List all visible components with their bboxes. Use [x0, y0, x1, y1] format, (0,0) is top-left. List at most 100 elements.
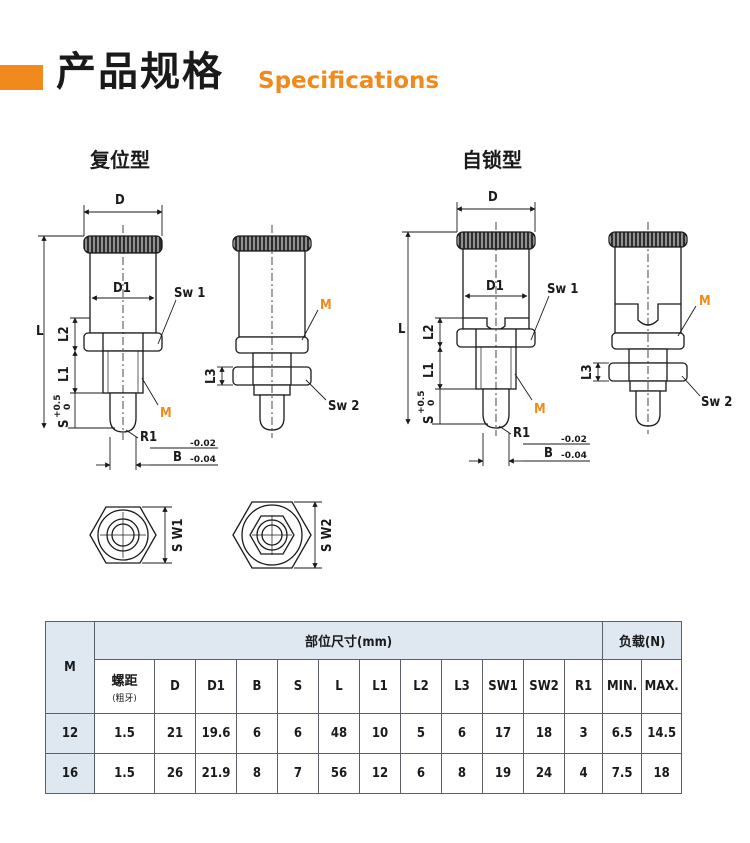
hex-view-1: [89, 506, 172, 564]
cell: 12: [359, 753, 401, 794]
col-header-max: MAX.: [641, 659, 683, 714]
dim-L2-lock: L2: [422, 324, 437, 340]
cell: 8: [236, 753, 278, 794]
label-B: B: [173, 450, 182, 465]
label-SW1-hex: S W1: [171, 518, 186, 552]
col-header-D: D: [154, 659, 196, 714]
label-R1: R1: [140, 430, 157, 445]
label-B-tol-upper: -0.02: [190, 439, 216, 449]
cell: 8: [441, 753, 483, 794]
cell: 48: [318, 713, 360, 754]
col-header-L1: L1: [359, 659, 401, 714]
cell: 24: [523, 753, 565, 794]
col-header-SW1: SW1: [482, 659, 524, 714]
dim-S-tol-lower: 0: [63, 404, 73, 410]
table-row: 16 1.5 26 21.9 8 7 56 12 6 8 19 24 4 7.5…: [45, 753, 683, 794]
row-m: 16: [45, 753, 95, 794]
cell: 6: [400, 753, 442, 794]
header-accent-bar: [0, 65, 43, 90]
col-header-L3: L3: [441, 659, 483, 714]
cell: 1.5: [94, 753, 155, 794]
header-group-load: 负载(N): [602, 621, 683, 660]
cell: 21: [154, 713, 196, 754]
cell: 6: [441, 713, 483, 754]
row-m: 12: [45, 713, 95, 754]
label-B-tol-lower-lock: -0.04: [561, 451, 587, 461]
reset-pin-dimensions: [38, 205, 218, 470]
cell: 6.5: [602, 713, 643, 754]
col-header-SW2: SW2: [523, 659, 565, 714]
cell: 3: [563, 713, 604, 754]
col-header-L2: L2: [400, 659, 442, 714]
label-B-tol-upper-lock: -0.02: [561, 435, 587, 445]
page-title-en: Specifications: [258, 68, 440, 94]
dim-D1: D1: [113, 281, 131, 296]
cell: 7: [277, 753, 319, 794]
col-header-pitch: 螺距(粗牙): [94, 659, 155, 714]
cell: 4: [563, 753, 604, 794]
reset-side-dimensions: [217, 309, 327, 401]
cell: 26: [154, 753, 196, 794]
header-group-dims: 部位尺寸(mm): [93, 621, 604, 660]
label-R1-lock: R1: [513, 426, 530, 441]
cell: 19: [482, 753, 524, 794]
col-header-L: L: [318, 659, 360, 714]
cell: 5: [400, 713, 442, 754]
label-B-lock: B: [544, 446, 553, 461]
label-M-lock-side: M: [699, 294, 711, 309]
header-m: M: [45, 621, 95, 714]
label-Sw1-lock: Sw 1: [547, 282, 578, 297]
col-header-min: MIN.: [602, 659, 643, 714]
reset-pin-side-view: [232, 225, 312, 438]
variant-label-lock: 自锁型: [462, 148, 522, 172]
dim-L2: L2: [57, 326, 72, 342]
cell: 6: [236, 713, 278, 754]
col-header-R1: R1: [563, 659, 604, 714]
cell: 7.5: [602, 753, 643, 794]
dim-S-tol-upper-lock: +0.5: [417, 391, 427, 414]
dim-L3: L3: [204, 368, 219, 384]
dim-L-lock: L: [398, 322, 406, 337]
lock-pin-side-view: [608, 222, 688, 434]
variant-label-reset: 复位型: [90, 148, 150, 172]
label-Sw2: Sw 2: [328, 399, 359, 414]
cell: 10: [359, 713, 401, 754]
cell: 18: [641, 753, 683, 794]
dim-S: S: [57, 420, 72, 428]
dim-L1: L1: [57, 366, 72, 382]
dim-D: D: [115, 193, 125, 208]
table-row: 12 1.5 21 19.6 6 6 48 10 5 6 17 18 3 6.5…: [45, 713, 683, 754]
technical-drawing: D D1 Sw 1 M R1 B -0.02 -0.04 L L2 L1 S +…: [36, 190, 732, 569]
col-header-B: B: [236, 659, 278, 714]
lock-pin-dimensions: [402, 202, 590, 466]
label-M: M: [160, 406, 172, 421]
dim-D-lock: D: [488, 190, 498, 205]
col-header-D1: D1: [195, 659, 237, 714]
label-M-side: M: [320, 298, 332, 313]
cell: 19.6: [195, 713, 237, 754]
label-Sw2-lock: Sw 2: [701, 395, 732, 410]
label-SW2-hex: S W2: [320, 518, 335, 552]
lock-pin-front-view: [456, 222, 536, 436]
dim-S-lock: S: [422, 416, 437, 424]
col-header-S: S: [277, 659, 319, 714]
label-B-tol-lower: -0.04: [190, 455, 216, 465]
dim-L3-lock: L3: [580, 364, 595, 380]
dim-S-tol-upper: +0.5: [53, 395, 63, 418]
hex-view-2: [232, 501, 322, 569]
lock-side-dimensions: [593, 305, 701, 397]
cell: 21.9: [195, 753, 237, 794]
dim-L1-lock: L1: [422, 362, 437, 378]
label-M-lock: M: [534, 402, 546, 417]
page-title-cn: 产品规格: [56, 49, 224, 95]
cell: 1.5: [94, 713, 155, 754]
dim-L: L: [36, 324, 44, 339]
cell: 17: [482, 713, 524, 754]
reset-pin-front-view: [83, 225, 163, 440]
spec-table: M 部位尺寸(mm) 负载(N) 螺距(粗牙) D D1 B S L L1 L2…: [45, 621, 683, 794]
cell: 6: [277, 713, 319, 754]
label-Sw1: Sw 1: [174, 286, 205, 301]
dim-D1-lock: D1: [486, 279, 504, 294]
dim-S-tol-lower-lock: 0: [427, 400, 437, 406]
cell: 18: [523, 713, 565, 754]
